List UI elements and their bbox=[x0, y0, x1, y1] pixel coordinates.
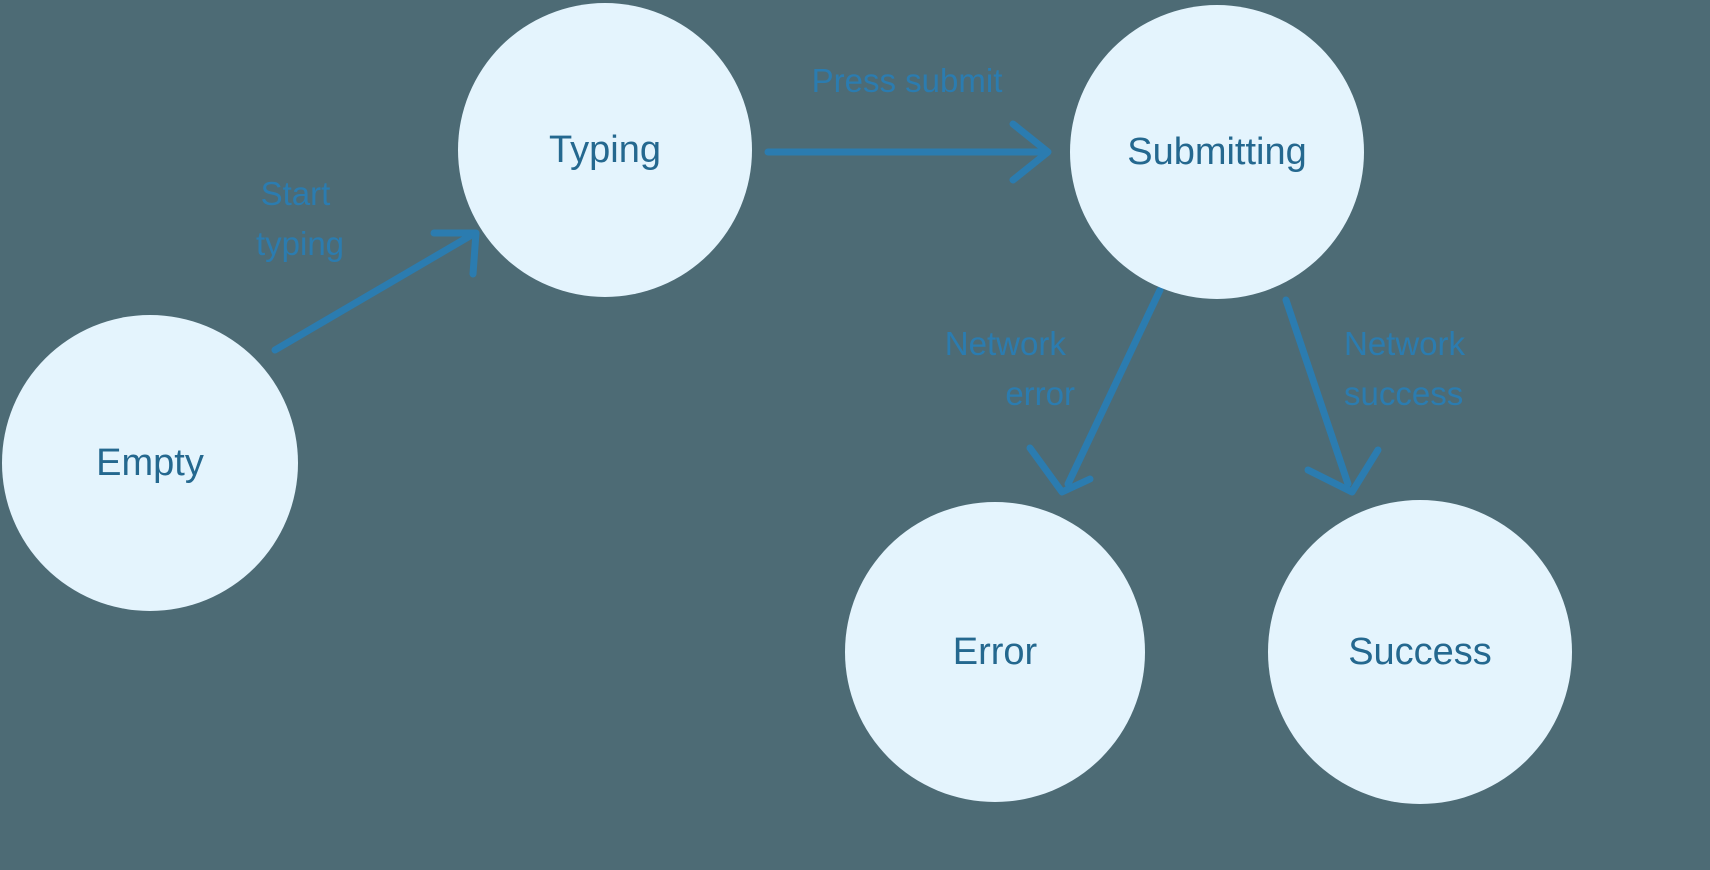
edge-label-submitting-to-success: Network success bbox=[1344, 325, 1474, 412]
edge-empty-to-typing[interactable]: Start typing bbox=[256, 175, 480, 354]
node-circle-typing bbox=[458, 3, 752, 297]
edge-typing-to-submitting[interactable]: Press submit bbox=[764, 62, 1052, 184]
edge-label-typing-to-submitting: Press submit bbox=[812, 62, 1003, 99]
edge-label-line: success bbox=[1344, 375, 1463, 412]
edge-line-submitting-to-error bbox=[1064, 286, 1164, 488]
edge-label-line: Press submit bbox=[812, 62, 1003, 99]
node-error[interactable]: Error bbox=[845, 502, 1145, 802]
edge-label-line: Network bbox=[1344, 325, 1466, 362]
node-typing[interactable]: Typing bbox=[458, 3, 752, 297]
node-label-error: Error bbox=[953, 631, 1038, 673]
node-label-success: Success bbox=[1348, 631, 1492, 673]
arrowhead-submitting-to-success bbox=[1304, 446, 1382, 496]
edge-label-submitting-to-error: Network error bbox=[945, 325, 1075, 412]
edge-label-line: error bbox=[1005, 375, 1075, 412]
arrowhead-typing-to-submitting bbox=[1009, 120, 1052, 184]
edge-submitting-to-error[interactable]: Network error bbox=[945, 286, 1164, 496]
node-label-typing: Typing bbox=[549, 129, 661, 171]
edge-label-line: Start bbox=[261, 175, 331, 212]
edge-label-line: Network bbox=[945, 325, 1067, 362]
node-submitting[interactable]: Submitting bbox=[1070, 5, 1364, 299]
arrowhead-submitting-to-error bbox=[1026, 444, 1094, 496]
node-circle-success bbox=[1268, 500, 1572, 804]
node-circle-submitting bbox=[1070, 5, 1364, 299]
node-empty[interactable]: Empty bbox=[2, 315, 298, 611]
node-success[interactable]: Success bbox=[1268, 500, 1572, 804]
node-circle-error bbox=[845, 502, 1145, 802]
edge-line-empty-to-typing bbox=[271, 232, 474, 354]
node-circle-empty bbox=[2, 315, 298, 611]
edge-label-line: typing bbox=[256, 225, 344, 262]
edge-submitting-to-success[interactable]: Network success bbox=[1282, 296, 1474, 496]
arrowhead-empty-to-typing bbox=[430, 229, 480, 278]
edge-line-submitting-to-success bbox=[1282, 296, 1352, 488]
node-label-empty: Empty bbox=[96, 442, 204, 484]
node-label-submitting: Submitting bbox=[1127, 131, 1307, 173]
edge-label-empty-to-typing: Start typing bbox=[256, 175, 344, 262]
